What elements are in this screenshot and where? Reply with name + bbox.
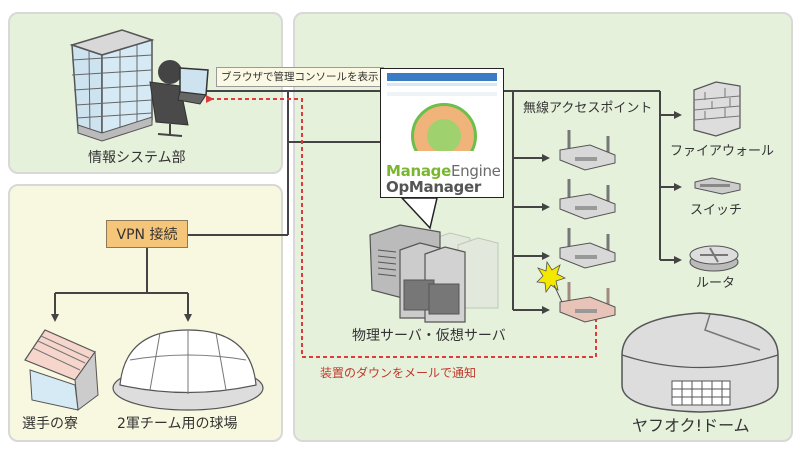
opmanager-logo: OpManager [386,178,481,196]
dome-label: ヤフオク!ドーム [632,416,750,435]
brand-bold: Manage [386,162,451,180]
brand-light: Engine [450,162,501,180]
wireless-ap-icon [559,228,616,269]
servers-label: 物理サーバ・仮想サーバ [352,328,506,344]
connection-lines [51,90,682,322]
alert-burst-icon [536,260,567,294]
firewall-label: ファイアウォール [670,144,775,159]
alert-path [206,95,597,358]
farm-stadium-icon [112,329,264,411]
it-department-label: 情報システム部 [88,150,186,166]
firewall-icon [693,81,741,137]
callout-tail [400,197,438,230]
office-building-icon [69,29,155,142]
router-label: ルータ [696,276,736,291]
vpn-connection-box: VPN 接続 [106,220,188,248]
switch-icon [694,177,741,195]
router-icon [689,245,739,272]
browser-console-annotation: ブラウザで管理コンソールを表示 [216,67,384,87]
admin-user-icon [149,60,209,137]
manageengine-logo: ManageEngine [386,162,501,180]
switch-label: スイッチ [690,203,743,218]
wireless-ap-label: 無線アクセスポイント [523,101,653,116]
wireless-ap-icon [559,179,616,220]
dormitory-label: 選手の寮 [22,416,78,432]
mail-notification-annotation: 装置のダウンをメールで通知 [320,366,477,380]
wireless-ap-icon [559,130,616,171]
faulty-wireless-ap-icon [559,282,616,323]
farm-stadium-label: 2軍チーム用の球場 [117,416,238,432]
opmanager-callout [380,68,504,198]
servers-icon [369,224,499,323]
dome-stadium-icon [621,312,779,413]
dormitory-icon [24,329,99,411]
console-screenshot [387,73,497,151]
